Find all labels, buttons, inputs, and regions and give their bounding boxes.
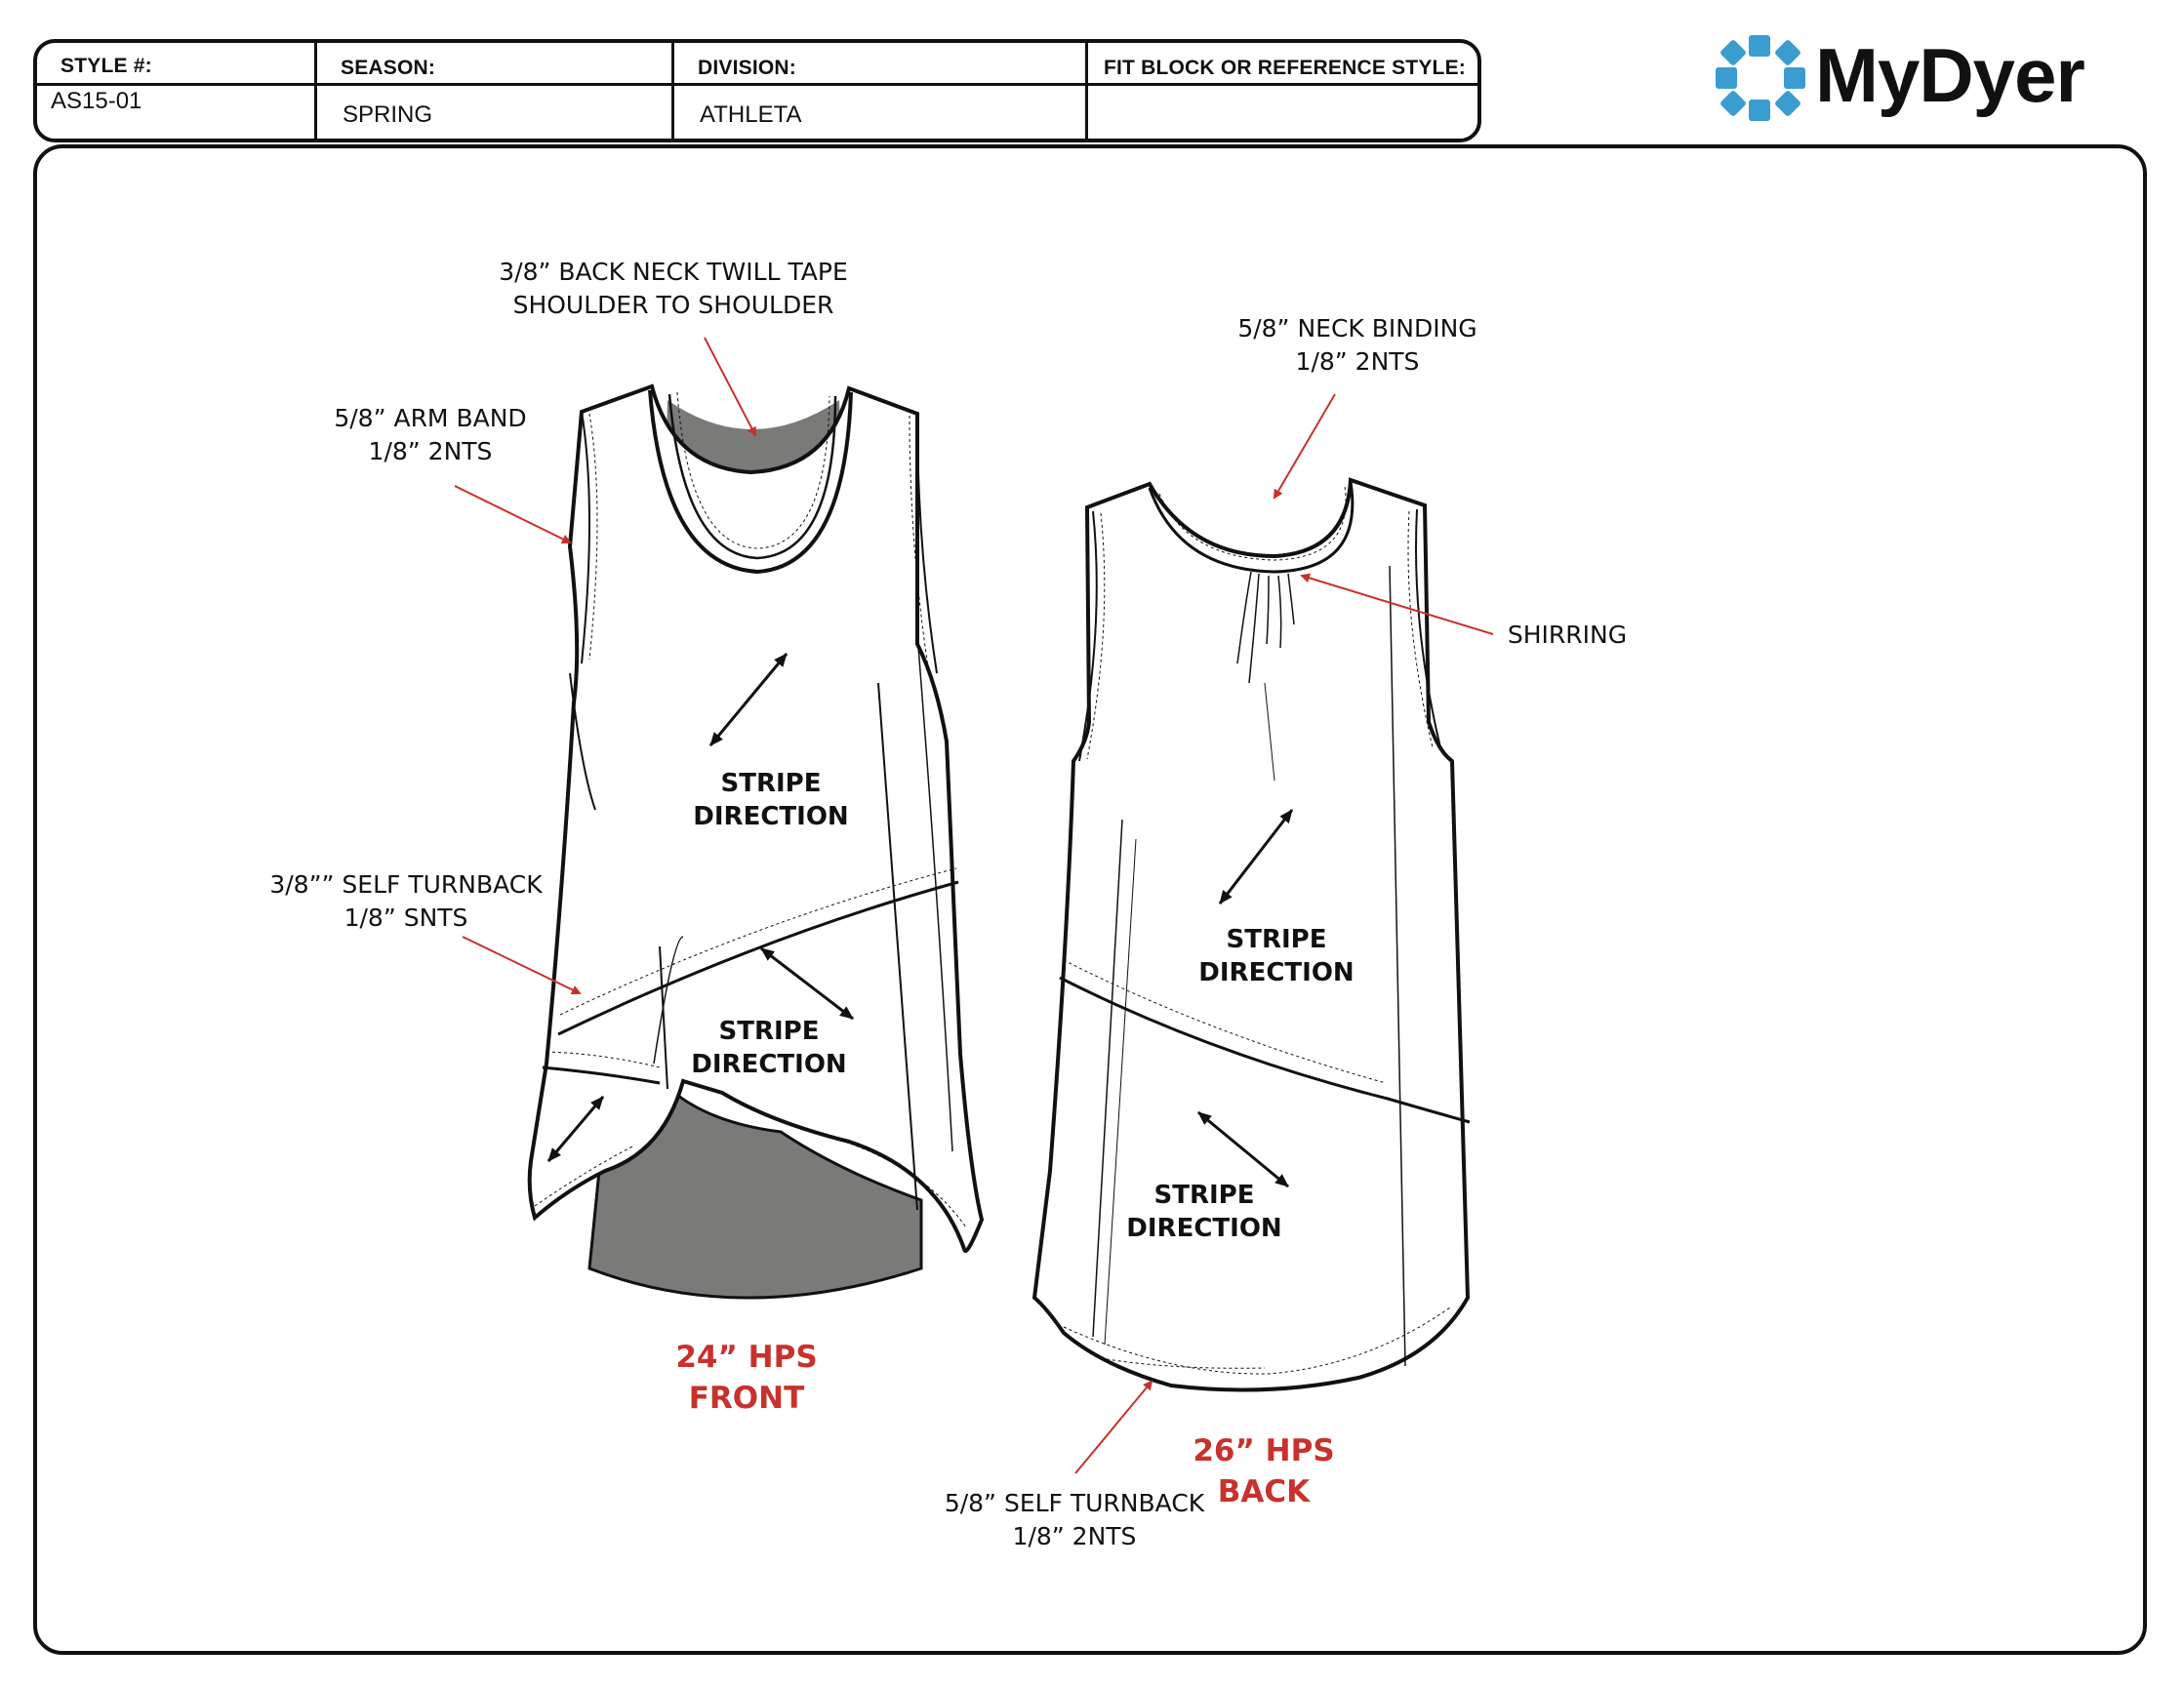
callout-shirring: SHIRRING <box>1499 619 1636 652</box>
header-divider <box>37 83 1477 86</box>
callout-self-turnback-front: 3/8”” SELF TURNBACK 1/8” SNTS <box>269 868 543 935</box>
stripe-label-word2: DIRECTION <box>693 802 849 831</box>
back-length-label: 26” HPS <box>1193 1433 1335 1468</box>
arrow-self-turnback-back <box>1074 1380 1153 1474</box>
callout-arm-band-line1: 5/8” ARM BAND <box>334 404 527 432</box>
callout-self-turnback-back-line1: 5/8” SELF TURNBACK <box>944 1489 1205 1517</box>
callout-neck-binding-line2: 1/8” 2NTS <box>1295 347 1420 376</box>
back-view-title: BACK <box>1217 1474 1311 1509</box>
arrow-neck-binding <box>1273 393 1336 500</box>
callout-arm-band-line2: 1/8” 2NTS <box>368 437 493 465</box>
stripe-label-word2: DIRECTION <box>1198 958 1355 987</box>
front-yoke-seam <box>557 880 959 1036</box>
style-label: STYLE #: <box>61 55 152 77</box>
division-cell: DIVISION: ATHLETA <box>671 43 1085 139</box>
back-yoke-seam <box>1059 976 1471 1124</box>
stripe-label-word2: DIRECTION <box>1126 1214 1282 1243</box>
fit-block-cell: FIT BLOCK OR REFERENCE STYLE: <box>1085 43 1477 139</box>
logo-mark-icon <box>1716 35 1805 121</box>
front-view-title: FRONT <box>688 1381 805 1416</box>
callout-self-turnback-back-line2: 1/8” 2NTS <box>1012 1522 1137 1550</box>
division-label: DIVISION: <box>698 57 796 79</box>
front-body-outline <box>527 383 985 1253</box>
callout-arrows <box>454 337 1494 1474</box>
style-cell: STYLE #: AS15-01 <box>37 43 314 139</box>
spec-header-table: STYLE #: AS15-01 SEASON: SPRING DIVISION… <box>33 39 1481 142</box>
season-cell: SEASON: SPRING <box>314 43 671 139</box>
back-neck-binding <box>1148 481 1355 574</box>
stripe-label-back-upper: STRIPE DIRECTION <box>1189 923 1364 989</box>
front-neckline <box>648 389 853 575</box>
front-view <box>527 383 985 1300</box>
mydyer-logo: MyDyer <box>1710 29 2139 127</box>
callout-back-neck-tape-line2: SHOULDER TO SHOULDER <box>512 291 834 319</box>
front-length-label: 24” HPS <box>675 1340 818 1375</box>
back-body-outline <box>1031 477 1471 1392</box>
stripe-arrow-front-upper <box>708 653 789 746</box>
season-value: SPRING <box>343 101 433 128</box>
season-label: SEASON: <box>341 57 436 79</box>
back-view-label: 26” HPS BACK <box>1181 1430 1347 1512</box>
back-shirring <box>1236 571 1295 684</box>
stripe-label-word1: STRIPE <box>720 769 822 798</box>
style-value: AS15-01 <box>51 88 142 114</box>
callout-self-turnback-back: 5/8” SELF TURNBACK 1/8” 2NTS <box>943 1487 1206 1553</box>
callout-self-turnback-front-line2: 1/8” SNTS <box>344 904 468 932</box>
front-view-label: 24” HPS FRONT <box>664 1337 829 1419</box>
division-value: ATHLETA <box>700 101 802 128</box>
stripe-label-word1: STRIPE <box>1153 1181 1255 1210</box>
stripe-arrow-back-lower <box>1197 1110 1289 1188</box>
drawing-frame <box>33 144 2147 1655</box>
stripe-arrow-back-upper <box>1218 809 1294 904</box>
arrow-shirring <box>1300 573 1494 635</box>
stripe-label-front-lower: STRIPE DIRECTION <box>681 1015 857 1081</box>
arrow-self-turnback-front <box>462 936 582 995</box>
arrow-arm-band <box>454 485 572 543</box>
fit-block-label: FIT BLOCK OR REFERENCE STYLE: <box>1104 57 1466 79</box>
logo-wordmark: MyDyer <box>1815 32 2085 118</box>
back-view <box>1031 477 1471 1392</box>
callout-back-neck-tape-line1: 3/8” BACK NECK TWILL TAPE <box>499 258 848 286</box>
stripe-label-front-upper: STRIPE DIRECTION <box>683 767 859 833</box>
callout-neck-binding: 5/8” NECK BINDING 1/8” 2NTS <box>1226 312 1489 379</box>
stripe-label-back-lower: STRIPE DIRECTION <box>1116 1179 1292 1245</box>
callout-neck-binding-line1: 5/8” NECK BINDING <box>1237 314 1477 342</box>
callout-back-neck-tape: 3/8” BACK NECK TWILL TAPE SHOULDER TO SH… <box>498 256 849 322</box>
stripe-arrow-front-lower <box>760 946 854 1021</box>
callout-arm-band: 5/8” ARM BAND 1/8” 2NTS <box>308 402 552 468</box>
stripe-label-word1: STRIPE <box>718 1017 820 1046</box>
stripe-label-word2: DIRECTION <box>691 1050 847 1079</box>
callout-self-turnback-front-line1: 3/8”” SELF TURNBACK <box>269 870 543 899</box>
callout-shirring-line1: SHIRRING <box>1507 621 1628 649</box>
front-back-hem-visible <box>587 1080 923 1300</box>
stripe-arrow-front-hem <box>546 1096 605 1162</box>
stripe-label-word1: STRIPE <box>1226 925 1327 954</box>
arrow-back-neck-tape <box>704 337 756 437</box>
stripe-direction-arrows <box>546 653 1294 1188</box>
